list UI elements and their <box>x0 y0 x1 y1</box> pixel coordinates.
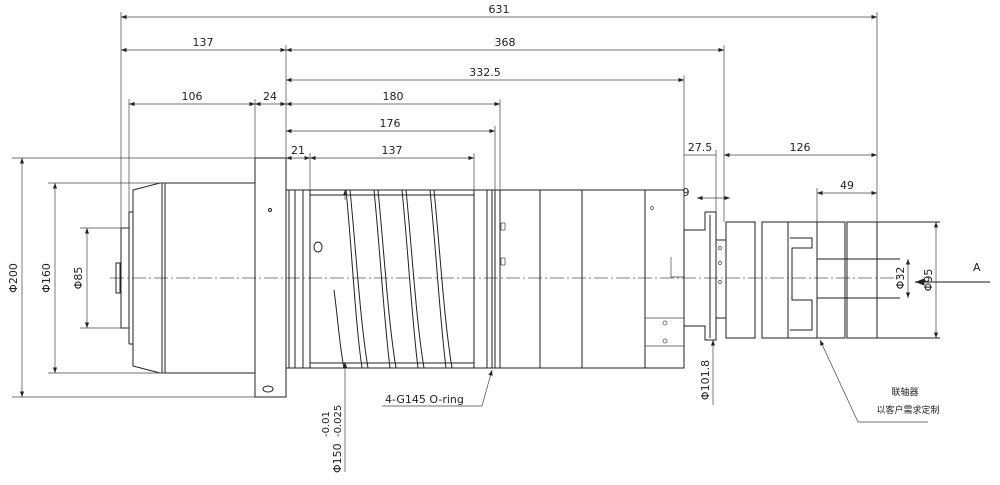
flange <box>254 157 287 398</box>
oring-grooves <box>285 189 311 369</box>
dimension-lines <box>19 14 939 472</box>
spindle-nose <box>684 211 727 341</box>
dim-d85: Φ85 <box>72 267 85 290</box>
motor-housing <box>499 189 685 369</box>
dim-d95: Φ95 <box>922 269 935 292</box>
coupling-title: 联轴器 <box>891 386 918 398</box>
dim-126: 126 <box>790 141 811 154</box>
dim-332-5: 332.5 <box>469 66 501 79</box>
oring-note: 4-G145 O-ring <box>385 393 464 406</box>
dim-27-5: 27.5 <box>688 141 713 154</box>
coupling-note: 以客户需求定制 <box>876 404 939 416</box>
extension-lines <box>12 12 878 398</box>
dim-d101-8: Φ101.8 <box>699 360 712 400</box>
dim-d150-tol-lower: -0.025 <box>333 405 344 437</box>
dim-d200: Φ200 <box>7 263 20 293</box>
view-label-a: A <box>973 261 981 274</box>
dim-176: 176 <box>380 117 401 130</box>
dim-49: 49 <box>840 179 854 192</box>
dim-d160: Φ160 <box>40 263 53 293</box>
dim-368: 368 <box>495 36 516 49</box>
dim-d32: Φ32 <box>894 267 907 290</box>
dim-137-rear: 137 <box>193 36 214 49</box>
dim-106: 106 <box>182 90 203 103</box>
dim-9: 9 <box>683 186 690 199</box>
dim-d150-tol-upper: -0.01 <box>321 411 332 437</box>
coupling <box>725 221 940 339</box>
dim-24: 24 <box>263 90 277 103</box>
dim-180: 180 <box>383 90 404 103</box>
dim-21: 21 <box>291 144 305 157</box>
dim-d150: Φ150 <box>331 443 344 473</box>
dim-137-thread: 137 <box>382 144 403 157</box>
dim-631: 631 <box>489 3 510 16</box>
threaded-body <box>309 189 501 369</box>
